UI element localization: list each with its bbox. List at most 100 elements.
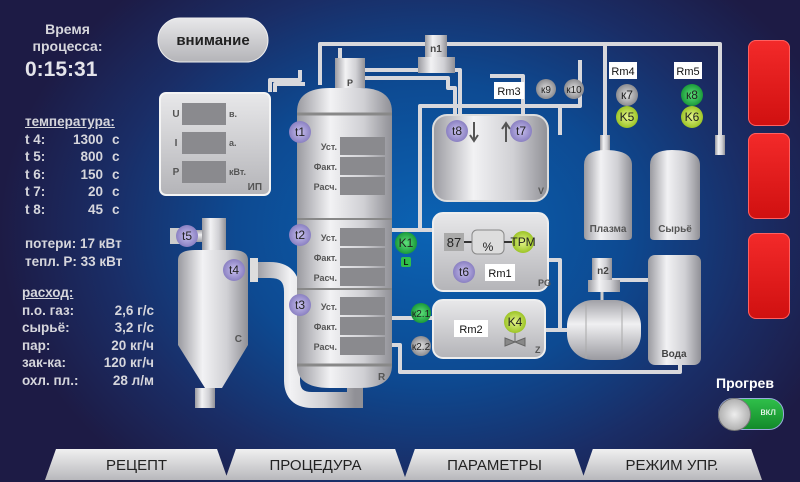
svg-text:к9: к9 [541,85,551,96]
alert-button[interactable]: внимание [157,17,269,63]
flow-value: 20 кг/ч [111,337,154,353]
process-time-value: 0:15:31 [25,58,98,81]
sensor-sensor[interactable]: t6 [453,261,475,283]
k2-2-valve[interactable]: к2.2 [411,336,431,356]
controller-valve[interactable]: ТРМ [510,231,536,253]
arrow-up-icon [501,121,511,142]
reactor-r: P Уст.Факт.Расч.Уст.Факт.Расч.Уст.Факт.Р… [297,58,392,388]
valve-icon [504,332,526,347]
alarm-button-1[interactable] [748,40,790,126]
flow-row: п.о. газ:2,6 г/с [22,302,154,320]
toggle-state: вкл [760,407,776,418]
svg-text:ИП: ИП [248,182,262,193]
ip-unit: кВт. [229,167,246,177]
flow-value: 28 л/м [112,372,154,388]
k1-valve[interactable]: K1 [395,232,417,254]
svg-text:к7: к7 [621,88,633,102]
svg-text:к2.1: к2.1 [412,309,431,320]
pump-n2[interactable]: n2 [588,258,620,300]
reactor-field-display [340,137,385,155]
1-sensor[interactable]: t7 [510,120,532,142]
flow-value: 3,2 г/с [114,320,154,335]
k8-valve[interactable]: к8 [681,84,703,106]
reactor-field-display [340,177,385,195]
tab-procedure[interactable]: ПРОЦЕДУРА [225,449,406,480]
reactor-field-label: Расч. [314,273,337,283]
tab-control-mode[interactable]: РЕЖИМ УПР. [582,449,762,480]
k10-valve[interactable]: к10 [564,79,584,99]
flow-name: пар: [22,337,51,353]
sensor-name: t 8: [25,201,46,217]
tab-parameters[interactable]: ПАРАМЕТРЫ [404,449,585,480]
k9-valve[interactable]: к9 [536,79,556,99]
alarm-button-3[interactable] [748,233,790,319]
sensor-sensor[interactable]: t1 [289,121,311,143]
reactor-field-display [340,297,385,315]
ip-label: P [173,167,180,178]
ip-display [182,132,226,154]
z-box: Z [432,299,546,359]
transfer-pipe [255,262,363,408]
reactor-field-label: Расч. [314,342,337,352]
k7-valve[interactable]: к7 [616,84,638,106]
toggle-knob[interactable] [718,398,751,431]
reactor-field-display [340,337,385,355]
ip-label: U [172,109,179,120]
flowmeter-label: Rm3 [494,82,524,99]
sensor-sensor[interactable]: t2 [289,224,311,246]
sensor-name: t 7: [25,184,46,199]
valve-valve[interactable]: K4 [504,311,526,333]
flowmeter-label: Rm4 [609,62,637,79]
flow-name: зак-ка: [22,355,67,370]
alarm-button-2[interactable] [748,133,790,219]
k6-valve[interactable]: K6 [681,106,703,128]
svg-text:L: L [404,258,409,267]
k2-1-valve[interactable]: к2.1 [411,303,431,323]
tank-plasma: Плазма [584,135,632,240]
1-sensor[interactable]: t5 [176,225,198,247]
k5-valve[interactable]: K5 [616,106,638,128]
sensor-name: t 5: [25,149,46,164]
reactor-field-display [340,268,385,286]
svg-text:C: C [235,334,242,345]
svg-text:K6: K6 [685,110,700,124]
svg-text:t5: t5 [182,229,192,243]
0-sensor[interactable]: t8 [446,120,468,142]
heating-toggle[interactable]: вкл [718,398,784,431]
reactor-field-label: Уст. [321,142,337,152]
flow-row: пар: 20 кг/ч [22,337,154,355]
0-sensor[interactable]: t4 [223,259,245,281]
reactor-field-label: Факт. [314,322,337,332]
flow-row: сырьё:3,2 г/с [22,319,154,337]
sensor-value: 1300 [72,131,103,147]
ip-unit: а. [229,138,237,148]
svg-text:t8: t8 [452,124,462,138]
sensor-sensor[interactable]: t3 [289,294,311,316]
tab-recipe[interactable]: РЕЦЕПТ [45,449,228,480]
svg-text:Плазма: Плазма [590,224,627,235]
sensor-value: 800 [80,149,103,164]
ip-display [182,103,226,125]
process-time-label: Время процесса: [32,21,103,54]
svg-text:n1: n1 [430,44,442,55]
svg-text:t1: t1 [295,125,305,139]
svg-text:Z: Z [535,345,541,355]
sensor-name: t 4: [25,131,46,147]
flow-header: расход: [22,285,74,300]
k1-sublabel: L [401,257,411,267]
pump-n1[interactable]: n1 [418,35,455,73]
svg-text:t7: t7 [516,124,526,138]
ip-display [182,161,226,183]
flow-row: охл. пл.:28 л/м [22,372,154,390]
reactor-field-label: Факт. [314,162,337,172]
ip-label: I [175,138,178,149]
svg-text:к10: к10 [566,85,582,96]
svg-text:K1: K1 [399,236,414,250]
arrow-down-icon [469,122,479,143]
sensor-unit: c [112,166,120,182]
